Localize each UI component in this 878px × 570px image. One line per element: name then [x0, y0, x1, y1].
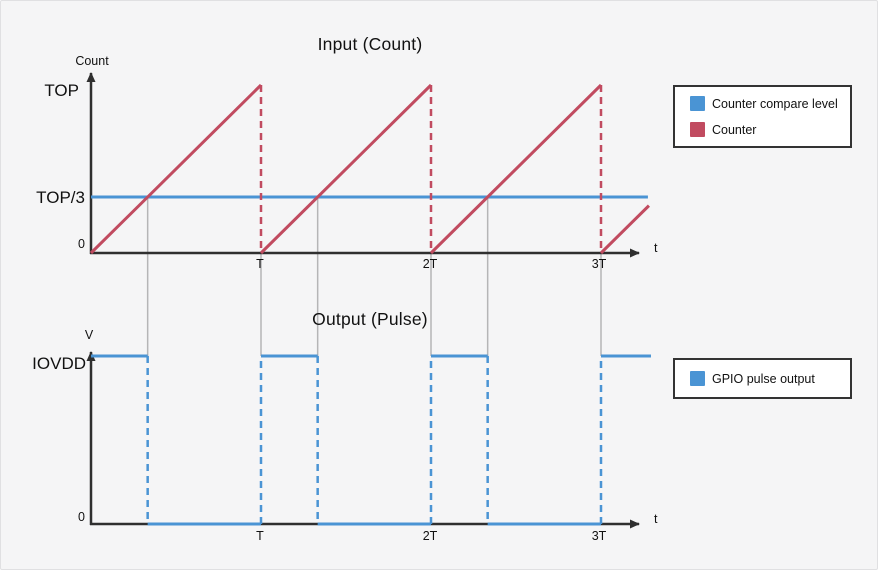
legend-label: Counter [712, 122, 757, 137]
legend-label: Counter compare level [712, 96, 838, 111]
legend-item-counter-compare-level: Counter compare level [690, 96, 850, 111]
input-xtick-T: T [256, 257, 264, 271]
counter-color-swatch-icon [690, 122, 705, 137]
connector-lines [146, 198, 602, 356]
output-xtick-T: T [256, 529, 264, 543]
input-ytick-top: TOP [44, 81, 79, 100]
output-x-axis-label: t [654, 512, 658, 526]
input-chart-title: Input (Count) [317, 34, 423, 54]
counter-segment [89, 83, 263, 255]
legend-label: GPIO pulse output [712, 371, 815, 386]
output-xtick-2T: 2T [422, 529, 438, 543]
input-xtick-2T: 2T [422, 257, 438, 271]
gpio-pulse-color-swatch-icon [690, 371, 705, 386]
input-y-axis-label: Count [75, 54, 109, 68]
axes [86, 72, 640, 529]
legend-item-counter: Counter [690, 122, 850, 137]
output-chart-title: Output (Pulse) [312, 309, 428, 329]
output-chart-legend: GPIO pulse output [673, 358, 852, 399]
input-xtick-3T: 3T [591, 257, 607, 271]
compare-level-color-swatch-icon [690, 96, 705, 111]
output-y-axis-label: V [84, 328, 94, 342]
input-x-axis-label: t [654, 241, 658, 255]
counter-segment [259, 83, 433, 255]
output-ytick-zero: 0 [78, 510, 85, 524]
output-xtick-3T: 3T [591, 529, 607, 543]
legend-item-gpio-pulse-output: GPIO pulse output [690, 371, 850, 386]
series-waveforms [89, 83, 651, 526]
input-ytick-zero: 0 [78, 237, 85, 251]
counter-segment [429, 83, 603, 255]
input-ytick-top3: TOP/3 [36, 188, 85, 207]
counter-segment [599, 204, 650, 255]
output-ytick-iovdd: IOVDD [32, 354, 86, 373]
input-chart-legend: Counter compare level Counter [673, 85, 852, 148]
